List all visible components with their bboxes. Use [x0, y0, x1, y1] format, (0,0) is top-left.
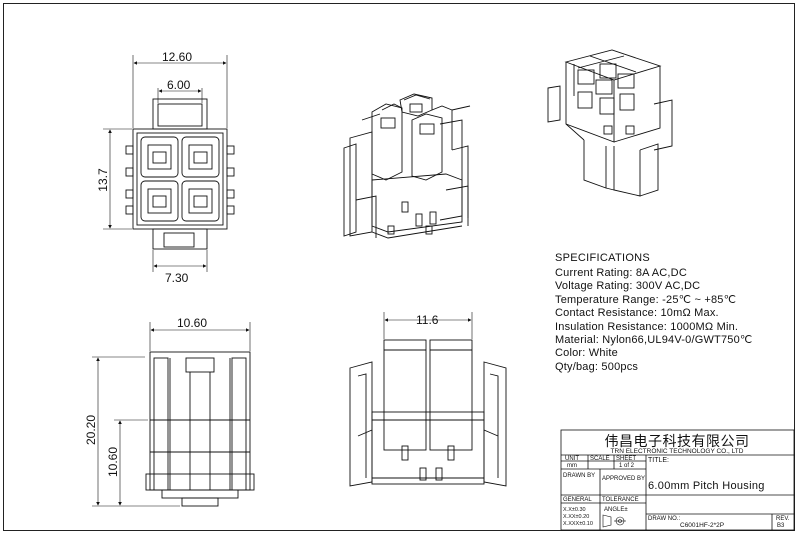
- rev-value: B3: [777, 523, 785, 529]
- specifications-title: SPECIFICATIONS: [555, 252, 651, 264]
- dim-top-bottom-width: 7.30: [165, 271, 189, 285]
- spec-item: Temperature Range: -25℃ ~ +85℃: [555, 293, 737, 306]
- spec-item: Current Rating: 8A AC,DC: [555, 267, 687, 279]
- side-view: [92, 322, 255, 507]
- dim-side-lower-height: 10.60: [106, 447, 120, 477]
- dim-top-width: 12.60: [162, 50, 192, 64]
- isometric-view-rear: [547, 49, 673, 197]
- spec-item: Qty/bag: 500pcs: [555, 360, 639, 373]
- unit-label: UNIT: [565, 456, 579, 462]
- isometric-view-front: [343, 93, 471, 239]
- dim-front-width: 11.6: [416, 313, 439, 327]
- tolerance-1: X.X±0.30: [563, 507, 586, 513]
- dim-side-height: 20.20: [84, 415, 98, 445]
- sheet-value: 1 of 2: [619, 463, 635, 469]
- drawing-title: 6.00mm Pitch Housing: [648, 480, 765, 492]
- draw-no-value: C6001HF-2*2P: [680, 522, 724, 529]
- draw-no-label: DRAW NO.:: [648, 516, 680, 522]
- spec-item: Voltage Rating: 300V AC,DC: [555, 280, 701, 293]
- spec-item: Color: White: [555, 347, 618, 360]
- sheet-label: SHEET: [616, 456, 636, 462]
- tolerance-label: TOLERANCE: [602, 497, 639, 503]
- unit-value: mm: [567, 463, 577, 469]
- drawn-by-label: DRAWN BY: [563, 473, 595, 479]
- approved-by-label: APPROVED BY: [602, 476, 645, 482]
- angle-label: ANGLE±: [604, 507, 628, 513]
- top-view: [103, 55, 235, 272]
- scale-label: SCALE: [590, 456, 610, 462]
- dim-top-height: 13.7: [96, 168, 110, 192]
- tolerance-3: X.XXX±0.10: [563, 521, 593, 527]
- specifications-list: Current Rating: 8A AC,DC Voltage Rating:…: [555, 267, 752, 374]
- title-block: [560, 429, 795, 531]
- title-label: TITLE:: [648, 457, 669, 464]
- sheet-border: [3, 3, 795, 531]
- company-name-en: TRN ELECTRONIC TECHNOLOGY CO., LTD: [611, 448, 744, 455]
- dim-top-pitch: 6.00: [167, 78, 191, 92]
- tolerance-2: X.XX±0.20: [563, 514, 589, 520]
- front-view: [349, 312, 507, 487]
- dim-side-width: 10.60: [177, 316, 207, 330]
- rev-label: REV.: [776, 516, 790, 522]
- spec-item: Material: Nylon66,UL94V-0/GWT750℃: [555, 334, 753, 347]
- spec-item: Insulation Resistance: 1000MΩ Min.: [555, 320, 739, 333]
- spec-item: Contact Resistance: 10mΩ Max.: [555, 307, 719, 320]
- projection-symbol: [602, 514, 626, 528]
- company-name-cn: 伟昌电子科技有限公司: [605, 433, 750, 449]
- general-label: GENERAL: [563, 497, 592, 503]
